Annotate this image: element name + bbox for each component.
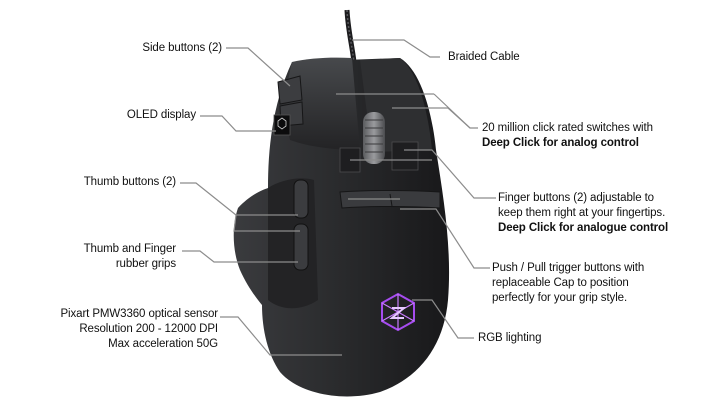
side-button-upper	[277, 75, 303, 105]
oled-display	[273, 114, 291, 136]
label-rubber-grips: Thumb and Finger rubber grips	[83, 243, 176, 270]
leader-lines	[180, 39, 496, 356]
label-click-switches: 20 million click rated switches with Dee…	[482, 122, 653, 149]
label-oled-display: OLED display	[126, 109, 196, 121]
label-thumb-buttons: Thumb buttons (2)	[83, 176, 176, 188]
thumb-button-lower	[293, 223, 309, 271]
left-button-shell	[286, 57, 360, 150]
label-finger-buttons: Finger buttons (2) adjustable to keep th…	[498, 192, 669, 234]
oled-logo-icon	[277, 117, 287, 130]
thumb-button-upper	[293, 179, 309, 219]
label-trigger-buttons: Push / Pull trigger buttons with replace…	[492, 262, 645, 304]
label-side-buttons: Side buttons (2)	[142, 42, 222, 54]
label-optical-sensor: Pixart PMW3360 optical sensor Resolution…	[60, 308, 218, 350]
finger-button-right	[391, 141, 419, 171]
cable-braid-texture	[346, 9, 355, 63]
scroll-wheel	[363, 112, 385, 164]
label-rgb-lighting: RGB lighting	[478, 332, 542, 344]
thumb-grip-panel	[268, 178, 318, 309]
rgb-logo-icon	[381, 292, 415, 332]
label-braided-cable: Braided Cable	[448, 51, 520, 63]
